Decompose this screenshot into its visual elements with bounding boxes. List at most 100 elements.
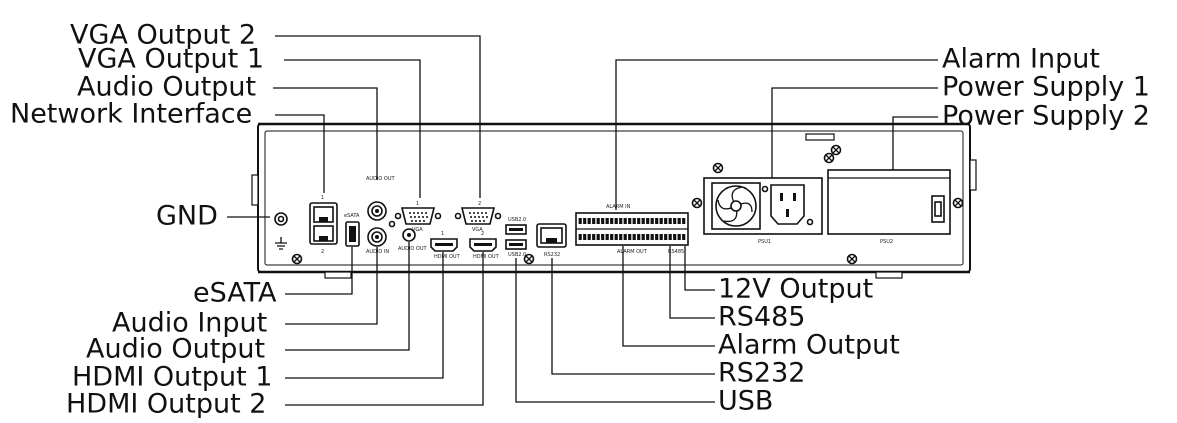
- terminal-cell: [610, 234, 614, 240]
- vga-port-1: 1 VGA: [394, 201, 442, 233]
- terminal-cell: [646, 218, 650, 224]
- label-hdmi-output-2: HDMI Output 2: [66, 389, 266, 420]
- rs232-marking: RS232: [544, 252, 560, 258]
- label-audio-output-bottom: Audio Output: [86, 334, 265, 365]
- screw-icon: [523, 253, 535, 265]
- terminal-cell: [619, 234, 623, 240]
- terminal-cell: [601, 218, 605, 224]
- label-audio-output-top: Audio Output: [77, 72, 256, 103]
- label-alarm-input: Alarm Input: [942, 44, 1100, 75]
- label-vga-output-2: VGA Output 2: [70, 20, 256, 51]
- callout-labels: VGA Output 2 VGA Output 1 Audio Output N…: [10, 20, 1150, 420]
- terminal-cell: [646, 234, 650, 240]
- screw-icon: [846, 253, 858, 265]
- screw-icon: [691, 197, 703, 209]
- net-2-marking: 2: [321, 249, 324, 255]
- audio-jacks: AUDIO OUT AUDIO IN AUDIO OUT: [366, 176, 428, 255]
- psu-1: PSU1: [703, 177, 823, 245]
- gnd-terminal: [274, 212, 288, 250]
- terminal-cell: [650, 218, 654, 224]
- terminal-cell: [619, 218, 623, 224]
- usb-top-marking: USB2.0: [508, 217, 526, 223]
- alarm-in-marking: ALARM IN: [606, 204, 631, 210]
- terminal-cell: [682, 218, 686, 224]
- terminal-cell: [596, 234, 600, 240]
- label-rs485: RS485: [718, 302, 805, 333]
- power-inlet-icon: [770, 184, 805, 225]
- terminal-cell: [623, 234, 627, 240]
- terminal-cell: [637, 234, 641, 240]
- terminal-cell: [578, 234, 582, 240]
- terminal-cell: [592, 234, 596, 240]
- label-vga-output-1: VGA Output 1: [78, 44, 264, 75]
- label-alarm-output: Alarm Output: [718, 330, 900, 361]
- rs485-marking: RS485: [668, 249, 684, 255]
- network-ports: 1 2: [309, 195, 338, 255]
- terminal-cell: [637, 218, 641, 224]
- ground-icon: [275, 237, 287, 250]
- terminal-cell: [614, 234, 618, 240]
- terminal-cell: [677, 234, 681, 240]
- terminal-cell: [596, 218, 600, 224]
- hdmi-2-label-marking: HDMI OUT: [473, 254, 500, 260]
- hdmi-1-label-marking: HDMI OUT: [434, 254, 461, 260]
- psu1-marking: PSU1: [758, 239, 771, 245]
- esata-port: eSATA: [344, 213, 360, 247]
- terminal-cell: [587, 218, 591, 224]
- terminal-cell: [655, 218, 659, 224]
- esata-marking: eSATA: [344, 213, 360, 219]
- label-hdmi-output-1: HDMI Output 1: [72, 362, 272, 393]
- terminal-cell: [605, 218, 609, 224]
- hdmi-port-1: 1 HDMI OUT: [430, 231, 461, 260]
- screws: [291, 144, 964, 265]
- vga-1-label-marking: VGA: [412, 227, 423, 233]
- audio-out-top-marking: AUDIO OUT: [366, 176, 396, 182]
- vga-2-marking: 2: [478, 201, 481, 207]
- vga-port-2: 2 VGA: [454, 201, 502, 233]
- terminal-cell: [641, 218, 645, 224]
- leader-lines: [227, 35, 938, 406]
- terminal-cell: [605, 234, 609, 240]
- screw-icon: [823, 152, 835, 164]
- audio-out-marking: AUDIO OUT: [398, 246, 428, 252]
- alarm-out-marking: ALARM OUT: [617, 249, 648, 255]
- terminal-cell: [664, 234, 668, 240]
- terminal-cell: [592, 218, 596, 224]
- rs232-port: RS232: [536, 223, 567, 258]
- audio-in-marking: AUDIO IN: [366, 249, 389, 255]
- usb-bottom-marking: USB2.0: [508, 252, 526, 258]
- label-rs232: RS232: [718, 358, 805, 389]
- terminal-cell: [659, 234, 663, 240]
- terminal-cell: [601, 234, 605, 240]
- terminal-cell: [583, 234, 587, 240]
- label-network-interface: Network Interface: [10, 99, 252, 130]
- terminal-blocks: ALARM IN ALARM OUT RS485: [575, 204, 689, 255]
- hdmi-2-marking: 2: [481, 231, 484, 237]
- terminal-cell: [614, 218, 618, 224]
- label-power-supply-1: Power Supply 1: [942, 72, 1150, 103]
- terminal-cell: [668, 234, 672, 240]
- terminal-cell: [673, 234, 677, 240]
- terminal-cell: [587, 234, 591, 240]
- terminal-cell: [641, 234, 645, 240]
- label-esata: eSATA: [193, 278, 277, 309]
- terminal-cell: [650, 234, 654, 240]
- screw-icon: [830, 144, 842, 156]
- terminal-cell: [583, 218, 587, 224]
- hdmi-1-marking: 1: [441, 231, 444, 237]
- label-audio-input: Audio Input: [112, 308, 267, 339]
- terminal-cell: [632, 218, 636, 224]
- terminal-cell: [628, 218, 632, 224]
- screw-icon: [712, 162, 724, 174]
- terminal-cell: [673, 218, 677, 224]
- terminal-cell: [682, 234, 686, 240]
- label-12v-output: 12V Output: [718, 274, 873, 305]
- fan-icon: [711, 182, 761, 230]
- terminal-cell: [628, 234, 632, 240]
- label-gnd: GND: [156, 201, 218, 232]
- terminal-cell: [610, 218, 614, 224]
- vga-2-label-marking: VGA: [472, 227, 483, 233]
- label-power-supply-2: Power Supply 2: [942, 101, 1150, 132]
- screw-icon: [952, 197, 964, 209]
